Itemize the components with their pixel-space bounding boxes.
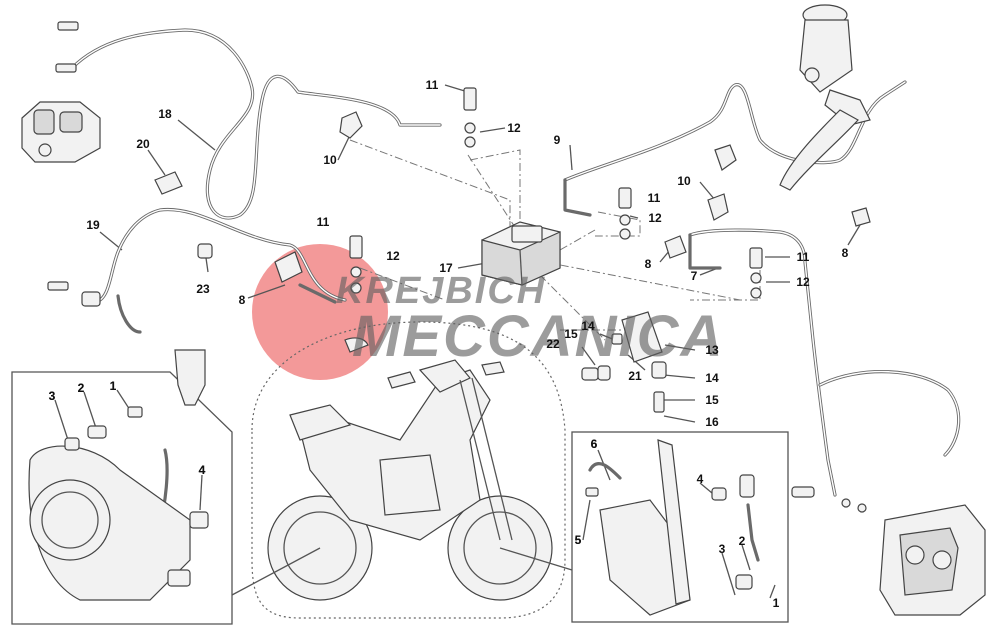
callout-label: 7: [690, 269, 698, 283]
callout-label: 3: [718, 542, 726, 556]
front-sensor-inset-drawing: [585, 439, 755, 616]
callout-label: 12: [386, 249, 400, 263]
callout-label: 14: [705, 371, 719, 385]
callout-label: 19: [86, 218, 100, 232]
inset-box-rear-sensor: [11, 371, 233, 625]
callout-leaders: [54, 84, 861, 599]
callout-label: 14: [581, 319, 595, 333]
callout-label: 2: [77, 381, 85, 395]
callout-label: 8: [644, 257, 652, 271]
watermark-text-line2: MECCANICA: [352, 304, 725, 369]
motorcycle-drawing: [267, 337, 553, 601]
abs-bracket-parts: [581, 311, 667, 413]
callout-label: 11: [647, 191, 661, 205]
callout-label: 4: [198, 463, 206, 477]
banjo-bolts-topleft: [55, 21, 79, 73]
callout-label: 5: [574, 533, 582, 547]
inset-pointers: [231, 547, 573, 596]
callout-label: 17: [439, 261, 453, 275]
callout-label: 12: [507, 121, 521, 135]
callout-label: 4: [696, 472, 704, 486]
callout-label: 6: [590, 437, 598, 451]
callout-label: 3: [48, 389, 56, 403]
callout-label: 15: [705, 393, 719, 407]
rear-brake-caliper: [21, 101, 101, 163]
callout-label: 11: [796, 250, 810, 264]
callout-label: 2: [77, 381, 85, 395]
callout-label: 10: [677, 174, 691, 188]
inset-box-front-sensor: [571, 431, 789, 623]
leader-lines: [349, 139, 761, 341]
callout-label: 5: [574, 533, 582, 547]
callout-label: 22: [546, 337, 560, 351]
callout-label: 6: [590, 437, 598, 451]
callout-label: 9: [553, 133, 561, 147]
callout-label: 15: [564, 327, 578, 341]
callout-label: 23: [196, 282, 210, 296]
callout-label: 21: [628, 369, 642, 383]
callout-label: 16: [705, 415, 719, 429]
rear-sensor-inset-drawing: [28, 406, 209, 601]
callout-label: 10: [323, 153, 337, 167]
callout-label: 1: [109, 379, 117, 393]
callout-label: 3: [48, 389, 56, 403]
callout-label: 13: [705, 343, 719, 357]
callout-label: 1: [772, 596, 780, 610]
front-banjo-bolt: [791, 486, 867, 513]
front-master-cylinder: [779, 4, 871, 191]
callout-label: 11: [425, 78, 439, 92]
callout-label: 12: [648, 211, 662, 225]
callout-label: 4: [198, 463, 206, 477]
abs-modulator: [481, 221, 561, 286]
hose-clips: [154, 111, 871, 283]
callout-label: 8: [238, 293, 246, 307]
misc-fittings: [47, 243, 213, 406]
callout-label: 8: [841, 246, 849, 260]
callout-label: 12: [796, 275, 810, 289]
brake-hoses: [70, 28, 961, 587]
front-brake-caliper: [879, 504, 986, 616]
banjo-bolts-11: [349, 87, 763, 299]
watermark-text-line1: KREJBICH: [336, 270, 547, 312]
callout-label: 20: [136, 137, 150, 151]
callout-label: 1: [109, 379, 117, 393]
callout-label: 2: [738, 534, 746, 548]
callout-label: 18: [158, 107, 172, 121]
callout-label: 11: [316, 215, 330, 229]
